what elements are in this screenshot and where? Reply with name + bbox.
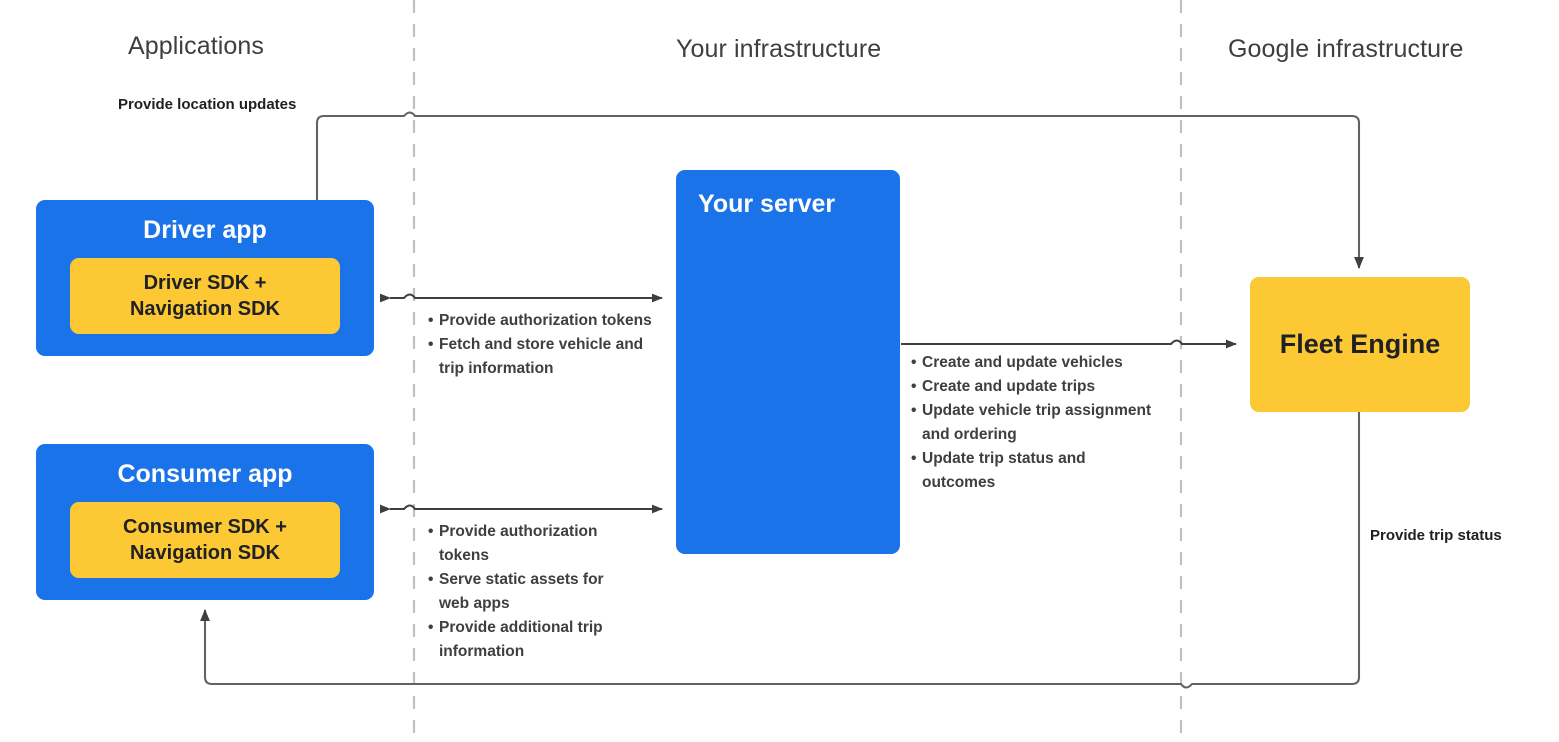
your-server-box[interactable]: Your server	[676, 170, 900, 554]
list-item: Fetch and store vehicle and trip informa…	[428, 333, 658, 381]
your-server-title: Your server	[698, 190, 836, 218]
bullets-consumer-to-server: Provide authorization tokens Serve stati…	[428, 520, 628, 664]
label-provide-trip-status: Provide trip status	[1370, 527, 1502, 544]
list-item: Update trip status and outcomes	[911, 447, 1161, 495]
zone-title-your-infrastructure: Your infrastructure	[676, 35, 882, 63]
driver-sdk-box[interactable]: Driver SDK +Navigation SDK	[70, 258, 340, 334]
bullet-list: Provide authorization tokens Serve stati…	[428, 520, 628, 664]
list-item: Update vehicle trip assignment and order…	[911, 399, 1161, 447]
list-item: Provide authorization tokens	[428, 309, 658, 333]
consumer-app-box[interactable]: Consumer app Consumer SDK +Navigation SD…	[36, 444, 374, 600]
list-item: Provide authorization tokens	[428, 520, 628, 568]
edge-consumer-server	[380, 504, 663, 514]
bullet-list: Provide authorization tokens Fetch and s…	[428, 309, 658, 381]
edge-driver-server	[380, 293, 663, 303]
consumer-sdk-box[interactable]: Consumer SDK +Navigation SDK	[70, 502, 340, 578]
bullets-server-to-fleet-engine: Create and update vehicles Create and up…	[911, 351, 1161, 495]
bullet-list: Create and update vehicles Create and up…	[911, 351, 1161, 495]
zone-title-google-infrastructure: Google infrastructure	[1228, 35, 1464, 63]
list-item: Serve static assets for web apps	[428, 568, 628, 616]
driver-app-box[interactable]: Driver app Driver SDK +Navigation SDK	[36, 200, 374, 356]
label-provide-location-updates: Provide location updates	[118, 96, 297, 113]
edge-server-fleet-engine	[901, 339, 1237, 349]
fleet-engine-box[interactable]: Fleet Engine	[1250, 277, 1470, 412]
consumer-app-title: Consumer app	[117, 460, 293, 488]
list-item: Create and update vehicles	[911, 351, 1161, 375]
list-item: Provide additional trip information	[428, 616, 628, 664]
driver-app-title: Driver app	[143, 216, 267, 244]
zone-title-applications: Applications	[128, 32, 265, 60]
list-item: Create and update trips	[911, 375, 1161, 399]
bullets-driver-to-server: Provide authorization tokens Fetch and s…	[428, 309, 658, 381]
